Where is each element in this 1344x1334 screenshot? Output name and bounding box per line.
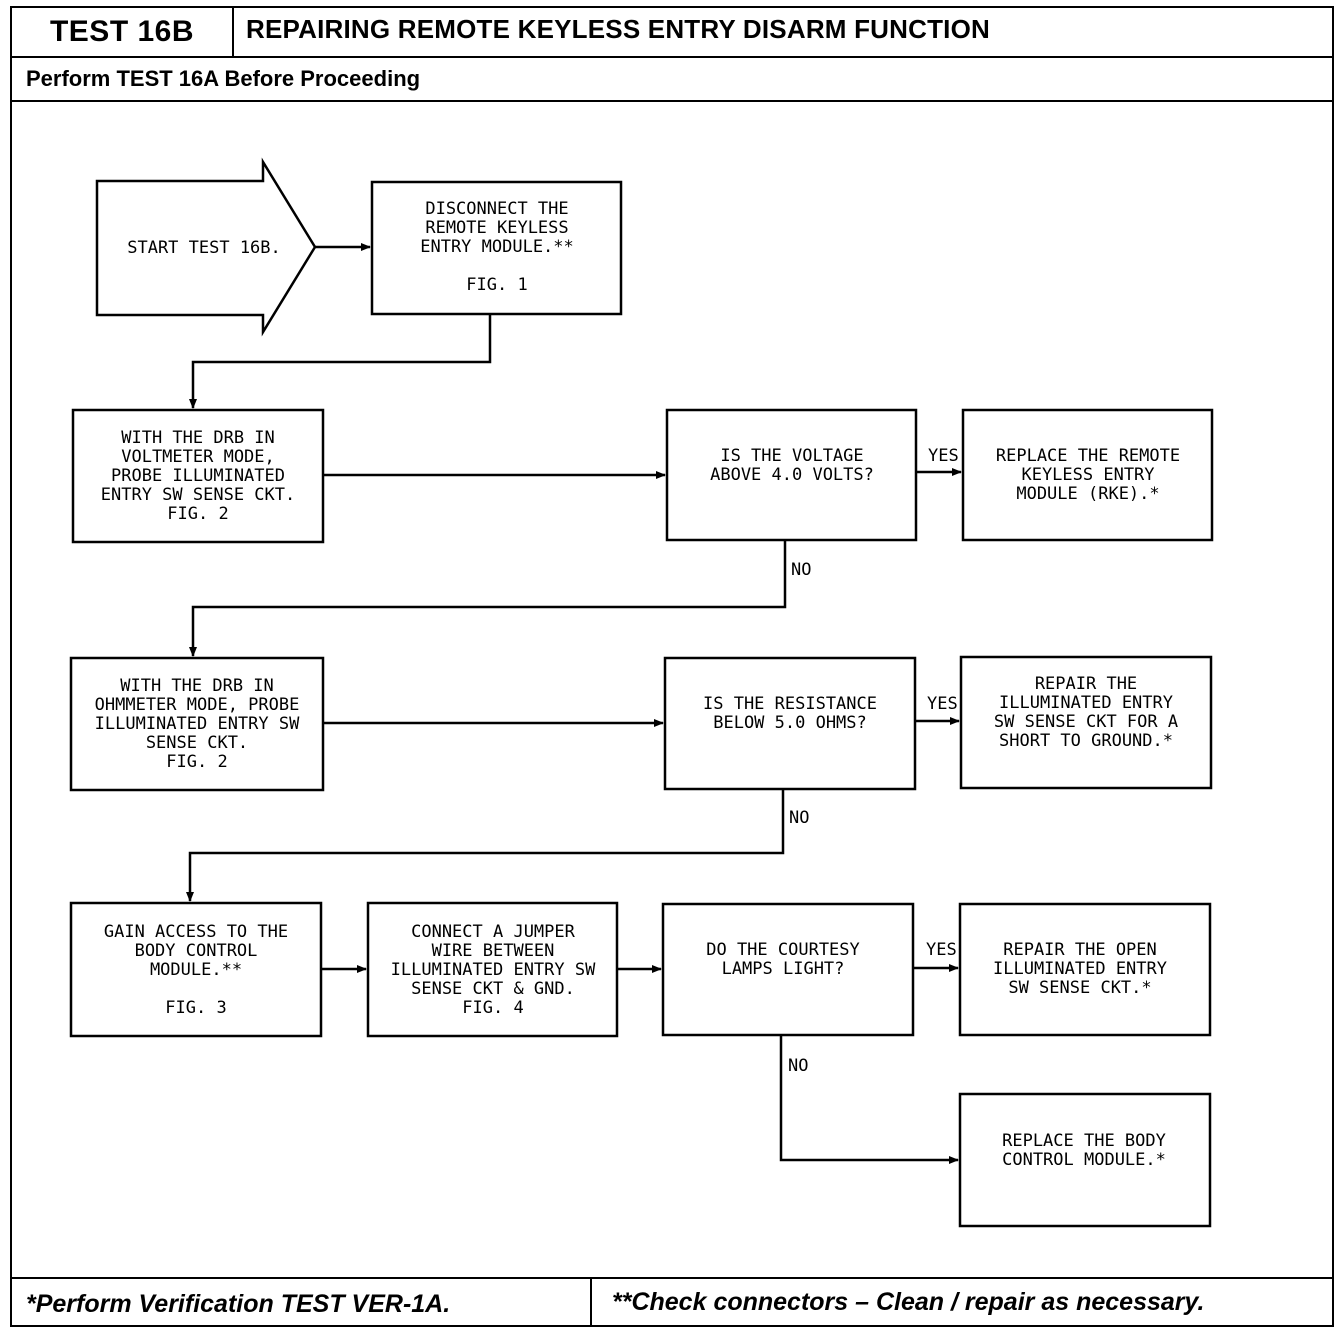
gain-access-box [69,901,323,1038]
arrow-resistance-no [186,789,785,902]
arrow-disconnect-to-voltmeter [189,314,492,409]
page-frame [10,6,1334,1327]
header-divider-bottom [12,100,1334,102]
footer-separator [590,1277,592,1327]
ohmmeter-text-line-4: FIG. 2 [166,752,227,772]
connector-note: **Check connectors – Clean / repair as n… [612,1288,1205,1316]
ohmmeter-text-line-2: ILLUMINATED ENTRY SW [95,714,300,734]
ohmmeter-text-line-1: OHMMETER MODE, PROBE [95,695,300,715]
gain-access-text-line-0: GAIN ACCESS TO THE [104,922,288,942]
ohmmeter-text-line-3: SENSE CKT. [146,733,248,753]
gain-access-text-line-4: FIG. 3 [165,998,226,1018]
replace-bcm-text-line-1: CONTROL MODULE.* [1002,1150,1166,1170]
voltmeter-text-line-3: ENTRY SW SENSE CKT. [101,485,295,505]
ohmmeter-box [69,656,325,792]
repair-short-text-line-2: SW SENSE CKT FOR A [994,712,1178,732]
replace-rke-text-line-2: MODULE (RKE).* [1016,484,1159,504]
disconnect-box [370,180,623,316]
resistance-question-text-line-1: BELOW 5.0 OHMS? [713,713,867,733]
repair-open-text-line-2: SW SENSE CKT.* [1008,978,1151,998]
jumper-text-line-3: SENSE CKT & GND. [411,979,575,999]
gain-access-text-line-2: MODULE.** [150,960,242,980]
replace-bcm-box [958,1092,1212,1228]
jumper-text-line-4: FIG. 4 [462,998,523,1018]
resistance-question-box [663,656,917,791]
yes-label-voltage: YES [928,446,959,466]
footer-divider [12,1277,1334,1279]
jumper-text-line-2: ILLUMINATED ENTRY SW [391,960,596,980]
repair-short-text-line-1: ILLUMINATED ENTRY [999,693,1173,713]
repair-short-text-line-3: SHORT TO GROUND.* [999,731,1173,751]
voltmeter-text-line-0: WITH THE DRB IN [121,428,275,448]
voltage-question-box [665,408,918,542]
arrow-voltage-no [189,540,787,657]
repair-short-box [959,655,1213,790]
prerequisite-note: Perform TEST 16A Before Proceeding [26,66,421,91]
disconnect-text-line-0: DISCONNECT THE [425,199,568,219]
disconnect-text-line-4: FIG. 1 [466,275,527,295]
ohmmeter-text-line-0: WITH THE DRB IN [120,676,274,696]
page-title: REPAIRING REMOTE KEYLESS ENTRY DISARM FU… [246,14,990,44]
jumper-box [366,901,619,1038]
replace-rke-box [961,408,1214,542]
replace-rke-text-line-1: KEYLESS ENTRY [1021,465,1154,485]
jumper-text-line-0: CONNECT A JUMPER [411,922,576,942]
gain-access-text-line-1: BODY CONTROL [135,941,258,961]
repair-short-text-line-0: REPAIR THE [1035,674,1137,694]
start-arrow-shape [95,157,317,337]
yes-label-resistance: YES [927,694,958,714]
lamps-question-text-line-1: LAMPS LIGHT? [722,959,845,979]
lamps-question-text-line-0: DO THE COURTESY [706,940,860,960]
repair-open-text-line-1: ILLUMINATED ENTRY [993,959,1167,979]
lamps-question-box [661,902,915,1037]
voltmeter-text-line-1: VOLTMETER MODE, [121,447,275,467]
voltage-question-text-line-1: ABOVE 4.0 VOLTS? [710,465,874,485]
replace-bcm-text-line-0: REPLACE THE BODY [1002,1131,1166,1151]
replace-rke-text-line-0: REPLACE THE REMOTE [996,446,1180,466]
repair-open-box [958,902,1212,1037]
disconnect-text-line-2: ENTRY MODULE.** [420,237,574,257]
yes-label-lamps: YES [926,940,957,960]
verification-note: *Perform Verification TEST VER-1A. [26,1290,451,1318]
voltmeter-text-line-4: FIG. 2 [167,504,228,524]
no-label-lamps: NO [788,1056,808,1076]
repair-open-text-line-0: REPAIR THE OPEN [1003,940,1157,960]
no-label-resistance: NO [789,808,809,828]
voltage-question-text-line-0: IS THE VOLTAGE [720,446,863,466]
jumper-text-line-1: WIRE BETWEEN [432,941,555,961]
voltmeter-text-line-2: PROBE ILLUMINATED [111,466,285,486]
arrow-lamps-no [779,1035,959,1164]
header-divider [12,56,1334,58]
start-label: START TEST 16B. [127,238,281,258]
resistance-question-text-line-0: IS THE RESISTANCE [703,694,877,714]
no-label-voltage: NO [791,560,811,580]
disconnect-text-line-1: REMOTE KEYLESS [425,218,568,238]
